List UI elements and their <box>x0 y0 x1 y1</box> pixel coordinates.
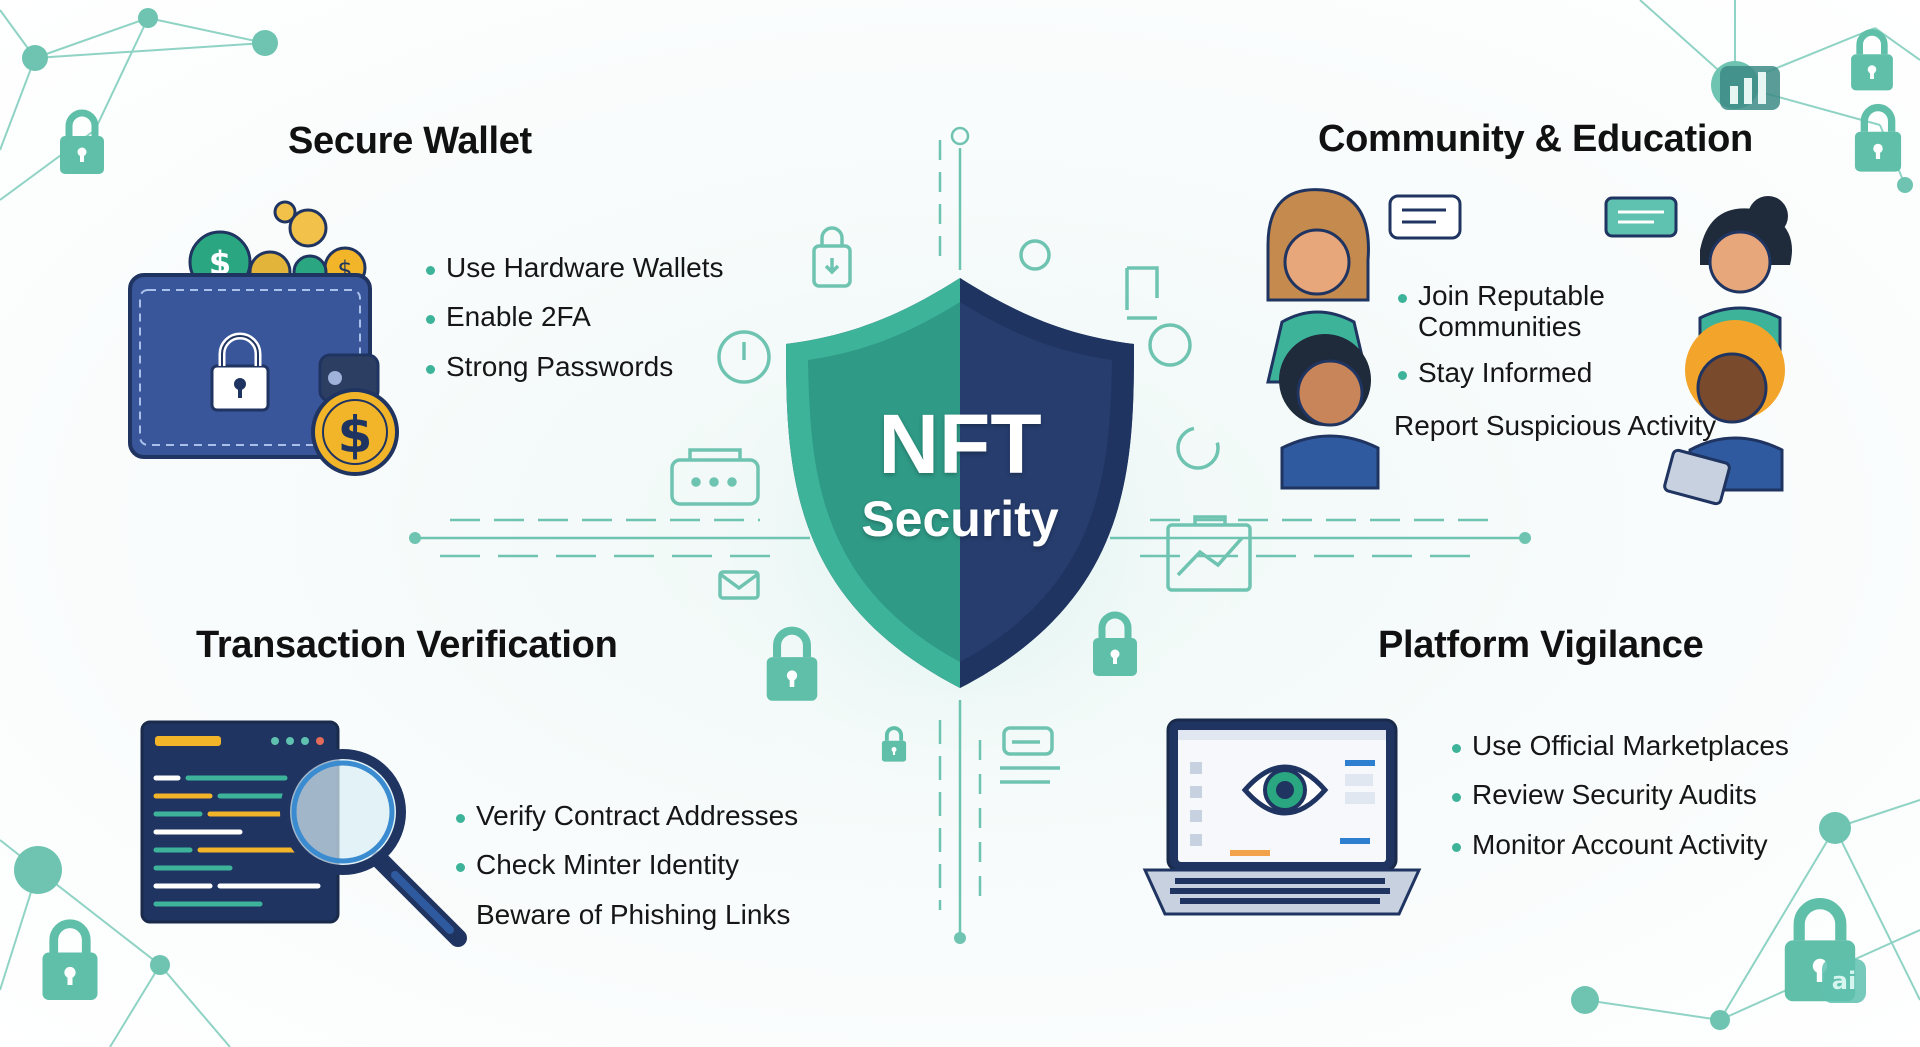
community-illustration <box>1266 188 1792 506</box>
list-item: Use Hardware Wallets <box>424 252 723 283</box>
chart-tile-icon <box>1720 66 1780 110</box>
svg-text:$: $ <box>209 244 231 282</box>
list-item: Stay Informed <box>1396 357 1606 388</box>
laptop-eye-illustration <box>1142 718 1422 916</box>
lock-icon <box>1851 32 1893 90</box>
community-list: Join Reputable Communities Stay Informed <box>1396 280 1606 402</box>
ring-icon <box>1148 323 1192 367</box>
community-list-extra: Report Suspicious Activity <box>1372 410 1716 441</box>
secure-wallet-title: Secure Wallet <box>288 120 532 162</box>
ai-badge: ai <box>1822 959 1866 1003</box>
mail-icon <box>718 570 760 600</box>
center-connectors <box>415 126 1525 935</box>
list-item: Join Reputable Communities <box>1396 280 1606 343</box>
code-magnifier-illustration <box>140 720 467 947</box>
platform-vigilance-title: Platform Vigilance <box>1378 624 1704 666</box>
shield-subtitle: Security <box>861 491 1059 547</box>
svg-text:$: $ <box>338 406 373 464</box>
list-item: Verify Contract Addresses <box>454 800 798 831</box>
shield-emblem <box>786 278 1134 688</box>
wallet-illustration: $ $ $ <box>128 200 399 476</box>
community-education-title: Community & Education <box>1318 118 1753 160</box>
shield-title: NFT <box>878 397 1042 491</box>
ring-icon <box>1019 239 1051 271</box>
lock-icon <box>1855 108 1901 172</box>
transaction-list: Verify Contract Addresses Check Minter I… <box>454 800 798 930</box>
growth-chart-icon <box>1166 515 1252 592</box>
network-top-left <box>0 8 278 201</box>
list-item: Beware of Phishing Links <box>476 898 791 930</box>
list-item: Monitor Account Activity <box>1450 829 1789 860</box>
clock-icon <box>717 330 771 384</box>
secure-wallet-list: Use Hardware Wallets Enable 2FA Strong P… <box>424 252 723 382</box>
list-item: Use Official Marketplaces <box>1450 730 1789 761</box>
transaction-verification-title: Transaction Verification <box>196 624 618 666</box>
platform-list: Use Official Marketplaces Review Securit… <box>1450 730 1789 860</box>
list-item: Enable 2FA <box>424 301 723 332</box>
lock-shield-outline-icon <box>812 226 852 288</box>
list-item: Strong Passwords <box>424 351 723 382</box>
lock-icon <box>60 113 104 174</box>
chat-bubble-icon <box>1000 726 1060 784</box>
list-item: Report Suspicious Activity <box>1394 410 1717 441</box>
chat-device-icon <box>670 448 760 506</box>
lock-icon <box>43 924 98 1000</box>
frame-icon <box>1125 266 1159 320</box>
list-item: Review Security Audits <box>1450 779 1789 810</box>
list-item: Check Minter Identity <box>454 849 798 880</box>
refresh-icon <box>1176 426 1220 470</box>
network-bottom-left <box>0 839 231 1047</box>
